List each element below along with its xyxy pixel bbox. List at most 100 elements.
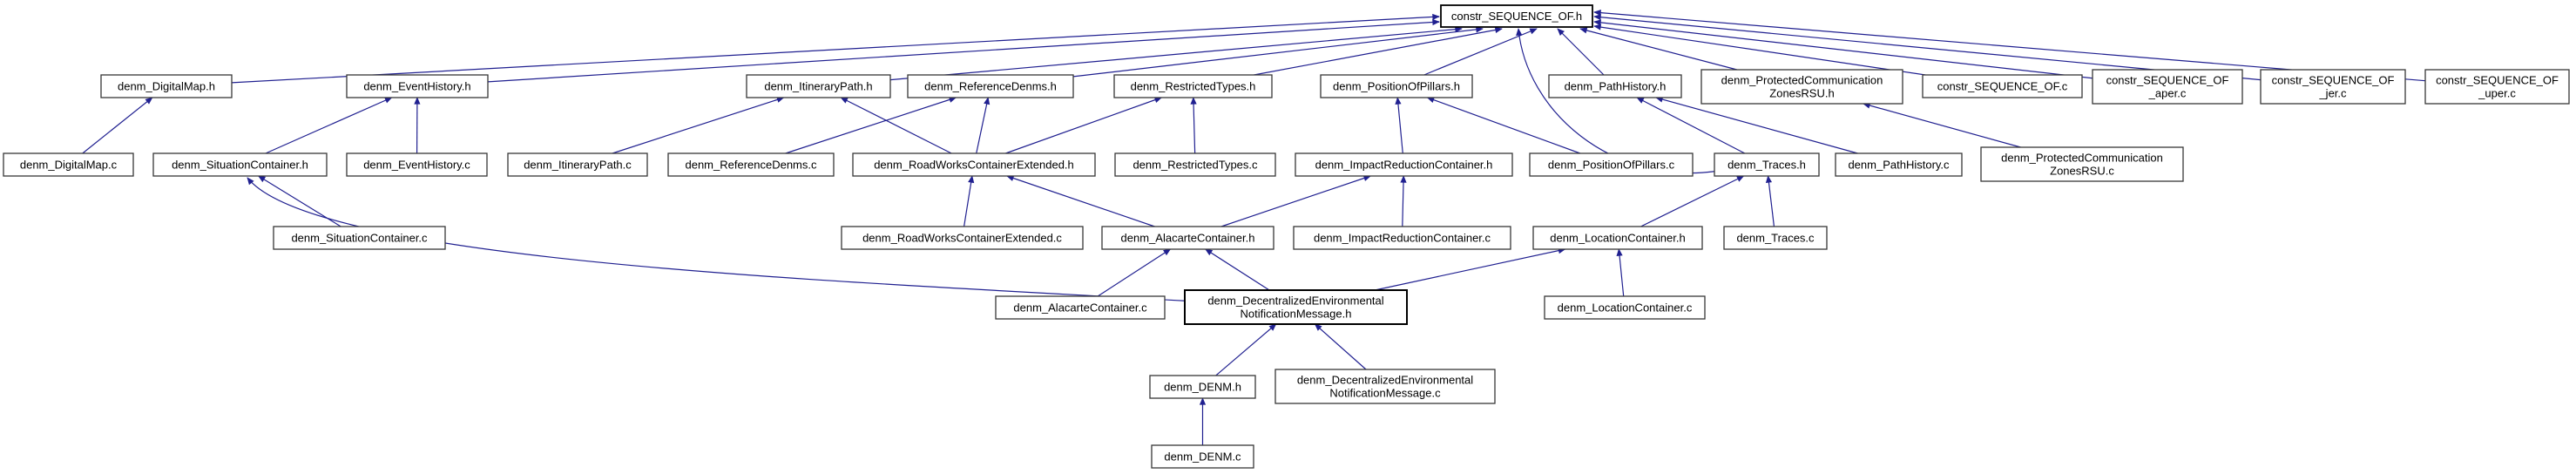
- edge-situationcontainer_h-to-eventhistory_h: [265, 97, 393, 154]
- graph-node-denm_EventHistory.c[interactable]: denm_EventHistory.c: [346, 152, 488, 177]
- node-box[interactable]: [1440, 4, 1593, 28]
- node-label: denm_SituationContainer.h: [172, 159, 308, 172]
- node-box[interactable]: [1548, 74, 1682, 98]
- graph-node-constr_SEQUENCE_OF_jer.c[interactable]: constr_SEQUENCE_OF_jer.c: [2260, 69, 2406, 105]
- node-label: denm_Traces.c: [1736, 232, 1815, 245]
- graph-node-denm_DigitalMap.h[interactable]: denm_DigitalMap.h: [100, 74, 233, 98]
- graph-node-denm_LocationContainer.h[interactable]: denm_LocationContainer.h: [1532, 226, 1703, 250]
- graph-node-constr_SEQUENCE_OF.c[interactable]: constr_SEQUENCE_OF.c: [1922, 74, 2083, 98]
- node-box[interactable]: [1274, 369, 1496, 404]
- edge-restrictedtypes_h-to-constr_h: [1254, 26, 1503, 76]
- graph-node-denm_Traces.h[interactable]: denm_Traces.h: [1714, 152, 1820, 177]
- graph-node-constr_SEQUENCE_OF_uper.c[interactable]: constr_SEQUENCE_OF_uper.c: [2424, 69, 2570, 105]
- graph-node-denm_RoadWorksContainerExtended.c[interactable]: denm_RoadWorksContainerExtended.c: [841, 226, 1084, 250]
- node-box[interactable]: [1295, 152, 1513, 177]
- node-label: constr_SEQUENCE_OF_aper.c: [2106, 74, 2229, 100]
- node-box[interactable]: [852, 152, 1096, 177]
- node-box[interactable]: [995, 295, 1166, 320]
- node-box[interactable]: [1700, 69, 1903, 105]
- graph-node-denm_ItineraryPath.h[interactable]: denm_ItineraryPath.h: [746, 74, 891, 98]
- graph-node-denm_ImpactReductionContainer.c[interactable]: denm_ImpactReductionContainer.c: [1293, 226, 1511, 250]
- edge-location_h-to-traces_h: [1640, 175, 1745, 227]
- edge-roadworks_h-to-referencedenms_h: [976, 97, 991, 154]
- edge-traces_h-to-pathhistory_h: [1636, 97, 1746, 154]
- edge-digitalmap_h-to-constr_h: [231, 13, 1440, 84]
- node-box[interactable]: [100, 74, 233, 98]
- edge-referencedenms_c-to-referencedenms_h: [785, 96, 957, 154]
- node-box[interactable]: [2092, 69, 2243, 105]
- node-box[interactable]: [1714, 152, 1820, 177]
- node-box[interactable]: [1922, 74, 2083, 98]
- node-box[interactable]: [1835, 152, 1963, 177]
- edge-situationcontainer_c-to-situationcontainer_h: [257, 175, 341, 227]
- graph-node-denm_PathHistory.h[interactable]: denm_PathHistory.h: [1548, 74, 1682, 98]
- node-label: denm_DENM.c: [1164, 450, 1241, 464]
- graph-node-denm_RestrictedTypes.h[interactable]: denm_RestrictedTypes.h: [1113, 74, 1273, 98]
- node-label: denm_PositionOfPillars.c: [1548, 159, 1675, 172]
- graph-node-denm_ItineraryPath.c[interactable]: denm_ItineraryPath.c: [507, 152, 648, 177]
- node-box[interactable]: [746, 74, 891, 98]
- node-box[interactable]: [2260, 69, 2406, 105]
- edge-traces_h-to-constr_h: [1516, 28, 1715, 173]
- node-label: denm_RoadWorksContainerExtended.h: [874, 159, 1074, 172]
- graph-node-denm_PositionOfPillars.h[interactable]: denm_PositionOfPillars.h: [1320, 74, 1473, 98]
- node-box[interactable]: [1320, 74, 1473, 98]
- graph-node-denm_ReferenceDenms.c[interactable]: denm_ReferenceDenms.c: [667, 152, 835, 177]
- node-box[interactable]: [1184, 289, 1408, 325]
- node-box[interactable]: [1980, 146, 2184, 182]
- graph-node-denm_SituationContainer.c[interactable]: denm_SituationContainer.c: [273, 226, 446, 250]
- graph-node-denm_DENM.c[interactable]: denm_DENM.c: [1151, 444, 1254, 469]
- graph-node-denm_SituationContainer.h[interactable]: denm_SituationContainer.h: [152, 152, 328, 177]
- graph-node-denm_LocationContainer.c[interactable]: denm_LocationContainer.c: [1544, 295, 1706, 320]
- node-box[interactable]: [1114, 152, 1276, 177]
- node-box[interactable]: [346, 152, 488, 177]
- graph-node-denm_RoadWorksContainerExtended.h[interactable]: denm_RoadWorksContainerExtended.h: [852, 152, 1096, 177]
- node-box[interactable]: [1113, 74, 1273, 98]
- graph-node-denm_Traces.c[interactable]: denm_Traces.c: [1723, 226, 1828, 250]
- node-box[interactable]: [3, 152, 134, 177]
- graph-node-denm_ImpactReductionContainer.h[interactable]: denm_ImpactReductionContainer.h: [1295, 152, 1513, 177]
- node-label: denm_PathHistory.h: [1565, 80, 1667, 93]
- node-box[interactable]: [907, 74, 1074, 98]
- node-box[interactable]: [152, 152, 328, 177]
- node-box[interactable]: [1149, 375, 1256, 399]
- node-box[interactable]: [273, 226, 446, 250]
- graph-node-denm_PositionOfPillars.c[interactable]: denm_PositionOfPillars.c: [1529, 152, 1694, 177]
- node-label: denm_ImpactReductionContainer.h: [1315, 159, 1493, 172]
- node-box[interactable]: [1151, 444, 1254, 469]
- node-box[interactable]: [1293, 226, 1511, 250]
- node-box[interactable]: [667, 152, 835, 177]
- graph-node-denm_RestrictedTypes.c[interactable]: denm_RestrictedTypes.c: [1114, 152, 1276, 177]
- node-label: constr_SEQUENCE_OF_jer.c: [2272, 74, 2395, 100]
- graph-node-denm_AlacarteContainer.h[interactable]: denm_AlacarteContainer.h: [1101, 226, 1274, 250]
- edge-pathhistory_c-to-pathhistory_h: [1655, 96, 1858, 154]
- edge-alacarte_c-to-alacarte_h: [1097, 248, 1172, 297]
- graph-node-constr_SEQUENCE_OF.h[interactable]: constr_SEQUENCE_OF.h: [1440, 4, 1593, 28]
- graph-node-denm_AlacarteContainer.c[interactable]: denm_AlacarteContainer.c: [995, 295, 1166, 320]
- graph-node-denm_EventHistory.h[interactable]: denm_EventHistory.h: [346, 74, 489, 98]
- graph-node-denm_DigitalMap.c[interactable]: denm_DigitalMap.c: [3, 152, 134, 177]
- node-box[interactable]: [1532, 226, 1703, 250]
- node-label: denm_RestrictedTypes.h: [1131, 80, 1256, 93]
- node-label: constr_SEQUENCE_OF.h: [1451, 10, 1582, 23]
- node-label: denm_Traces.h: [1727, 159, 1806, 172]
- node-box[interactable]: [1544, 295, 1706, 320]
- node-box[interactable]: [841, 226, 1084, 250]
- edge-roadworks_h-to-itinerarypath_h: [840, 97, 952, 154]
- node-box[interactable]: [346, 74, 489, 98]
- graph-node-denm_PathHistory.c[interactable]: denm_PathHistory.c: [1835, 152, 1963, 177]
- node-box[interactable]: [2424, 69, 2570, 105]
- node-box[interactable]: [1101, 226, 1274, 250]
- edge-itinerarypath_c-to-itinerarypath_h: [612, 96, 785, 154]
- graph-node-constr_SEQUENCE_OF_aper.c[interactable]: constr_SEQUENCE_OF_aper.c: [2092, 69, 2243, 105]
- graph-node-denm_DENM.h[interactable]: denm_DENM.h: [1149, 375, 1256, 399]
- node-box[interactable]: [1529, 152, 1694, 177]
- node-box[interactable]: [1723, 226, 1828, 250]
- graph-node-denm_ReferenceDenms.h[interactable]: denm_ReferenceDenms.h: [907, 74, 1074, 98]
- node-box[interactable]: [507, 152, 648, 177]
